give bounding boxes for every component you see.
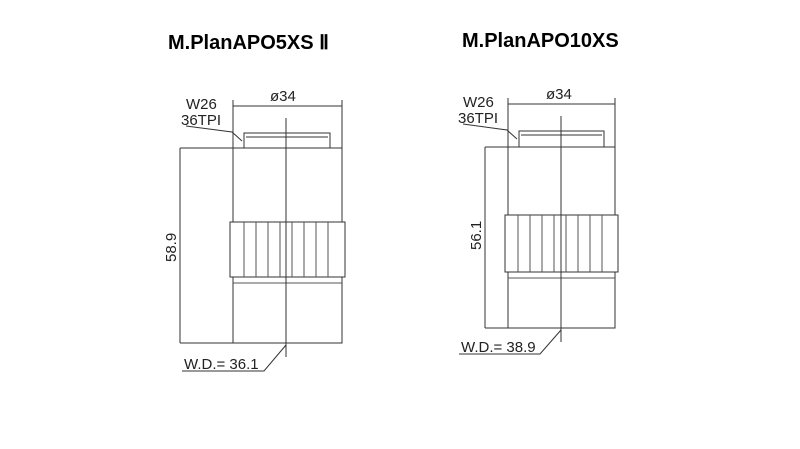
length-label-left: 58.9 — [163, 233, 180, 262]
objective-title-right: M.PlanAPO10XS — [462, 30, 619, 52]
wd-label-right: W.D.= 38.9 — [461, 339, 536, 356]
diameter-label-left: ø34 — [270, 88, 296, 105]
diameter-label-right: ø34 — [546, 86, 572, 103]
objective-drawing-right: ø34 W26 36TPI W.D.= 38.9 56.1 — [458, 86, 619, 356]
thread-label-left: W26 — [186, 96, 217, 113]
wd-label-left: W.D.= 36.1 — [184, 356, 259, 373]
objective-title-left: M.PlanAPO5XS Ⅱ — [168, 32, 329, 54]
objective-drawing-left: ø34 W26 36TPI W.D.= 36.1 58.9 — [163, 88, 346, 373]
thread-label-right: W26 — [463, 94, 494, 111]
tpi-label-right: 36TPI — [458, 110, 498, 127]
tpi-label-left: 36TPI — [181, 112, 221, 129]
length-label-right: 56.1 — [468, 221, 485, 250]
